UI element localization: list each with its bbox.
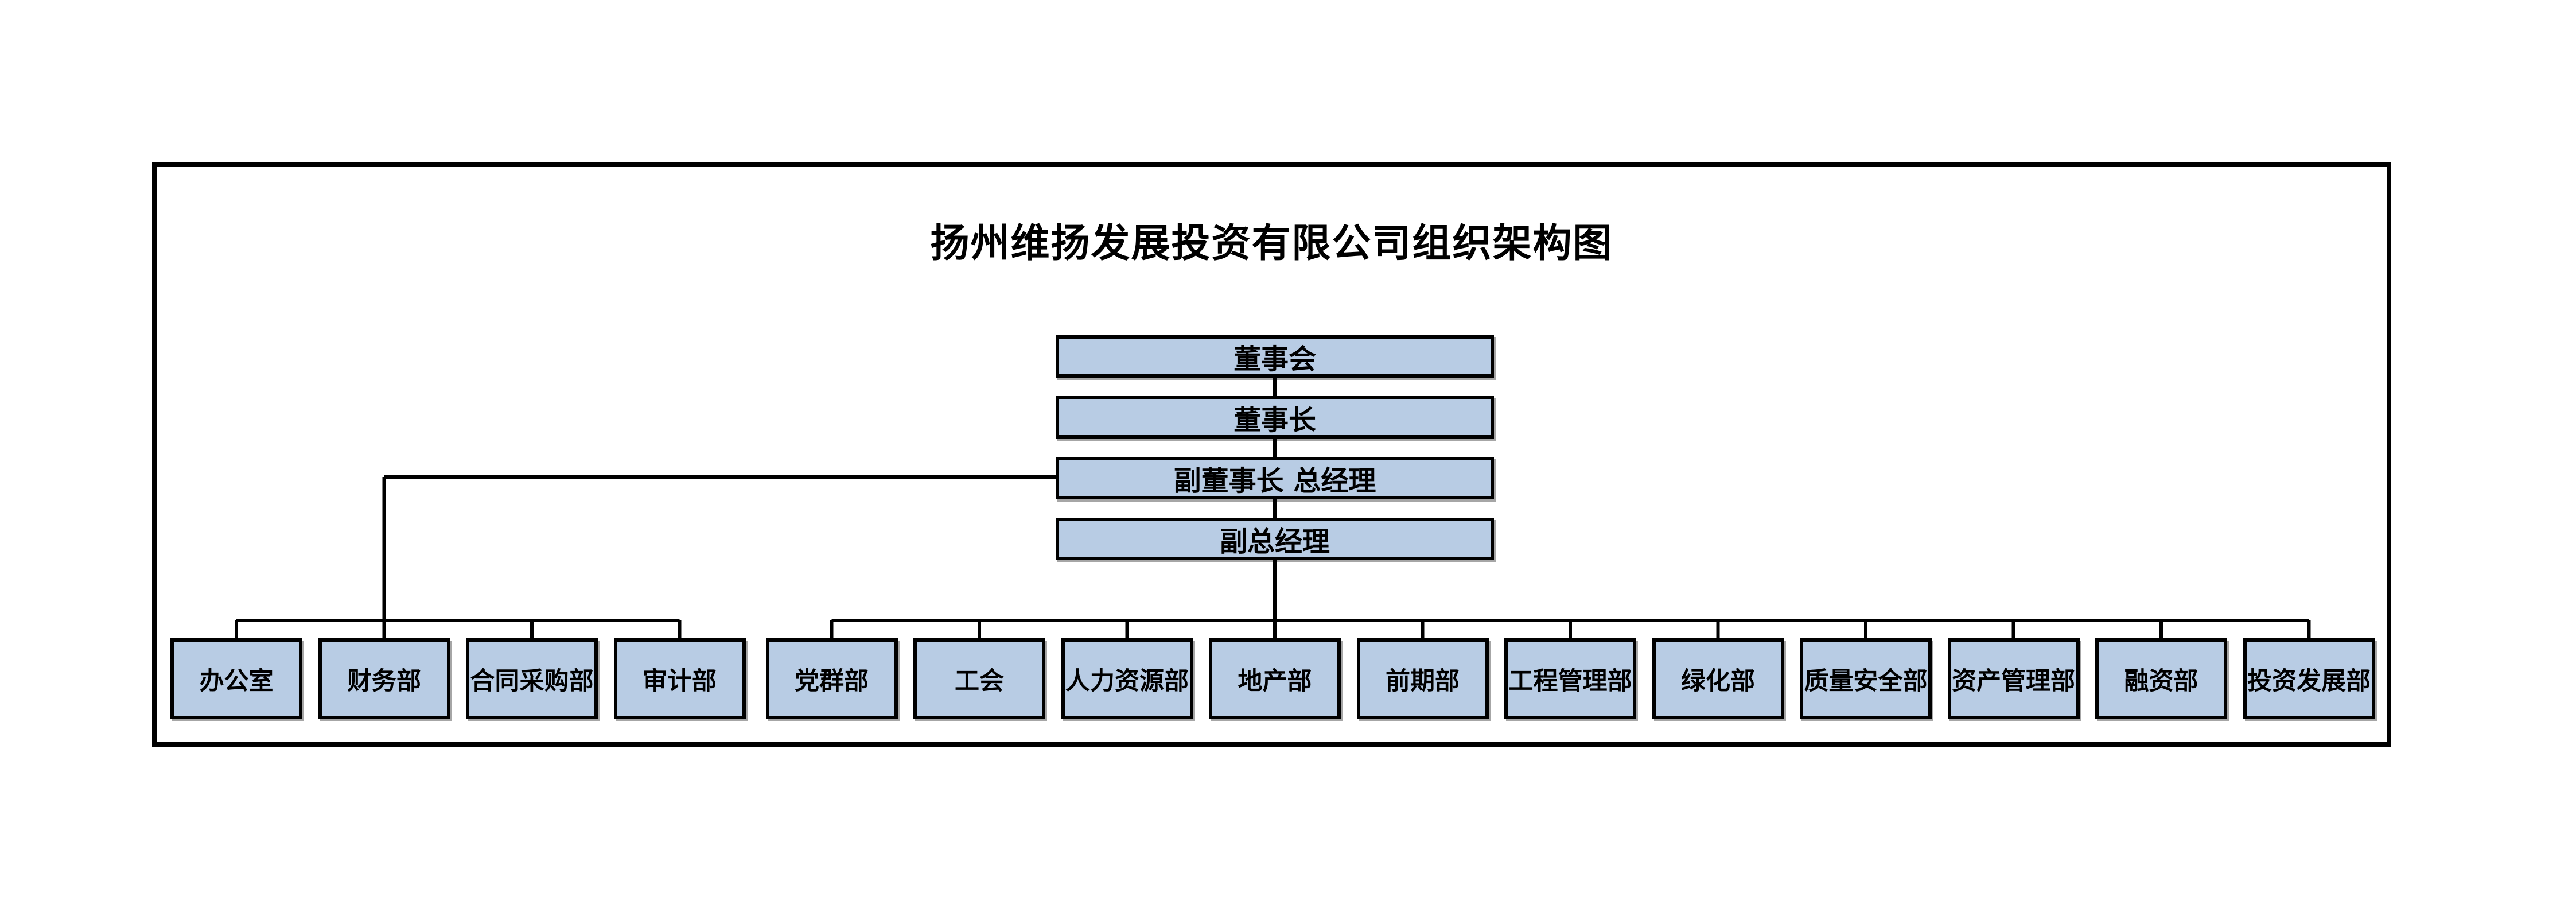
- org-node-department: 投资发展部: [2243, 638, 2375, 719]
- org-node-board-of-directors: 董事会: [1056, 335, 1494, 378]
- org-node-department: 工程管理部: [1504, 638, 1636, 719]
- org-node-department: 融资部: [2095, 638, 2227, 719]
- org-node-department: 绿化部: [1652, 638, 1784, 719]
- org-node-department: 人力资源部: [1061, 638, 1193, 719]
- org-node-department: 办公室: [170, 638, 302, 719]
- org-node-department: 资产管理部: [1947, 638, 2080, 719]
- org-node-department: 质量安全部: [1800, 638, 1932, 719]
- org-node-department: 地产部: [1209, 638, 1341, 719]
- chart-title: 扬州维扬发展投资有限公司组织架构图: [930, 220, 1613, 266]
- org-node-deputy-general-manager: 副总经理: [1056, 518, 1494, 560]
- chart-border-frame: [152, 162, 2391, 747]
- org-node-department: 审计部: [613, 638, 746, 719]
- org-node-vice-chairman-general-manager: 副董事长 总经理: [1056, 457, 1494, 499]
- org-node-department: 党群部: [765, 638, 898, 719]
- org-node-department: 财务部: [318, 638, 450, 719]
- org-node-department: 合同采购部: [466, 638, 598, 719]
- org-node-department: 前期部: [1356, 638, 1489, 719]
- org-node-chairman: 董事长: [1056, 396, 1494, 439]
- org-node-department: 工会: [913, 638, 1045, 719]
